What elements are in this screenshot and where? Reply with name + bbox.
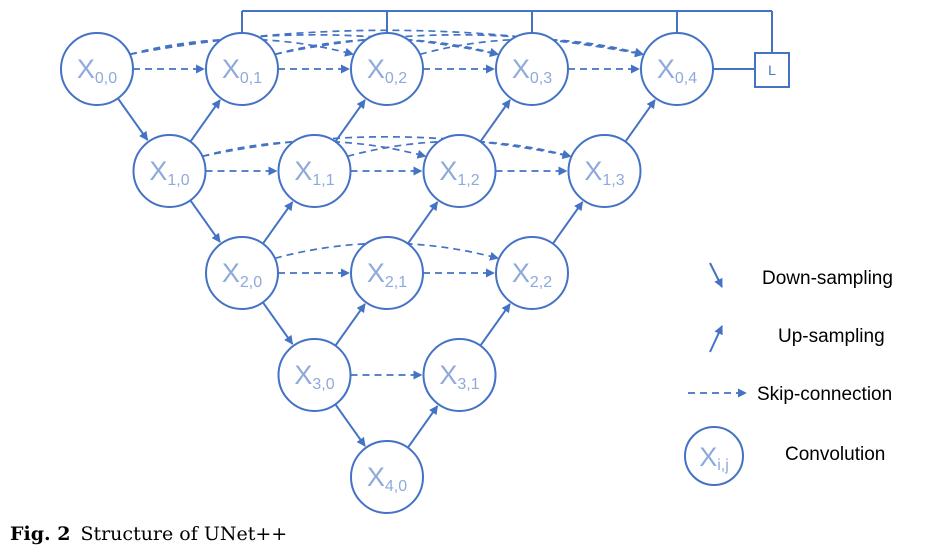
node-x-3-1: X3,1 bbox=[422, 338, 497, 412]
legend-down-arrow bbox=[709, 262, 723, 288]
node-label: X0,4 bbox=[657, 54, 697, 87]
node-circle bbox=[60, 32, 134, 106]
node-x-0-2: X0,2 bbox=[350, 32, 424, 106]
node-x-4-0: X4,0 bbox=[350, 440, 424, 514]
legend-conv-node bbox=[684, 426, 744, 486]
figure-title: Structure of UNet++ bbox=[80, 523, 288, 545]
skip-edge-1-0-3 bbox=[202, 135, 572, 160]
node-circle bbox=[495, 236, 569, 310]
legend-down-label: Down-sampling bbox=[762, 268, 893, 289]
figure-number: Fig. 2 bbox=[10, 523, 71, 545]
up-edge-1-3 bbox=[624, 99, 656, 143]
legend-up-arrow bbox=[709, 325, 723, 353]
node-label: X1,2 bbox=[439, 156, 479, 189]
node-x-3-0: X3,0 bbox=[277, 338, 352, 412]
legend-skip-label: Skip-connection bbox=[757, 384, 892, 405]
node-circle bbox=[205, 236, 279, 310]
node-circle bbox=[422, 134, 497, 208]
node-circle bbox=[422, 338, 497, 412]
up-edge-4-0 bbox=[407, 405, 439, 449]
up-edge-1-2 bbox=[479, 99, 511, 143]
loss-box: L bbox=[754, 52, 790, 88]
node-label: X3,1 bbox=[439, 360, 479, 393]
up-edge-1-0 bbox=[189, 99, 221, 143]
skip-edge-0-1-4 bbox=[274, 33, 645, 58]
node-x-0-0: X0,0 bbox=[60, 32, 134, 106]
node-circle bbox=[567, 134, 642, 208]
node-circle bbox=[132, 134, 207, 208]
legend-conv-label: Convolution bbox=[785, 444, 885, 465]
node-layer: X0,0 X0,1 X0,2 X0,3 X0,4X1,0 X1,1 X1,2 X1,3X2,0… bbox=[60, 32, 714, 514]
node-label: X2,0 bbox=[222, 258, 262, 291]
legend-up-label: Up-sampling bbox=[778, 326, 885, 347]
legend: Down-sampling Up-sampling Skip-connectio… bbox=[684, 262, 893, 486]
node-circle bbox=[205, 32, 279, 106]
node-label: X2,1 bbox=[367, 258, 407, 291]
node-label: X1,1 bbox=[294, 156, 334, 189]
node-label: X2,2 bbox=[512, 258, 552, 291]
node-x-0-3: X0,3 bbox=[495, 32, 569, 106]
up-edge-1-1 bbox=[334, 99, 366, 143]
node-circle bbox=[640, 32, 714, 106]
node-x-0-4: X0,4 bbox=[640, 32, 714, 106]
node-x-1-0: X1,0 bbox=[132, 134, 207, 208]
node-label: X4,0 bbox=[367, 462, 407, 495]
node-label: X1,3 bbox=[584, 156, 624, 189]
node-circle bbox=[350, 440, 424, 514]
up-edge-3-1 bbox=[479, 303, 511, 347]
up-edge-3-0 bbox=[334, 303, 366, 347]
node-x-1-2: X1,2 bbox=[422, 134, 497, 208]
node-label: X1,0 bbox=[149, 156, 189, 189]
node-circle bbox=[495, 32, 569, 106]
legend-conv-symbol: Xi,j bbox=[699, 442, 729, 474]
down-edge-0 bbox=[117, 97, 149, 141]
node-label: X0,0 bbox=[77, 54, 117, 87]
node-x-2-1: X2,1 bbox=[350, 236, 424, 310]
node-x-0-1: X0,1 bbox=[205, 32, 279, 106]
node-label: X0,1 bbox=[222, 54, 262, 87]
node-x-2-2: X2,2 bbox=[495, 236, 569, 310]
node-x-1-1: X1,1 bbox=[277, 134, 352, 208]
down-edge-1 bbox=[189, 199, 221, 243]
skip-edge-0-0-3 bbox=[129, 33, 500, 58]
down-edge-2 bbox=[262, 301, 294, 345]
node-circle bbox=[350, 32, 424, 106]
node-circle bbox=[277, 134, 352, 208]
loss-label: L bbox=[768, 62, 776, 78]
down-edge-3 bbox=[334, 403, 366, 447]
node-x-1-3: X1,3 bbox=[567, 134, 642, 208]
edge-layer bbox=[117, 10, 773, 449]
up-edge-2-1 bbox=[407, 201, 439, 245]
figure-caption: Fig. 2 Structure of UNet++ bbox=[10, 523, 287, 545]
node-circle bbox=[350, 236, 424, 310]
unetpp-diagram: X0,0 X0,1 X0,2 X0,3 X0,4X1,0 X1,1 X1,2 X1,3X2,0… bbox=[60, 10, 893, 514]
node-label: X3,0 bbox=[294, 360, 334, 393]
up-edge-2-0 bbox=[262, 201, 294, 245]
up-edge-2-2 bbox=[552, 201, 584, 245]
node-x-2-0: X2,0 bbox=[205, 236, 279, 310]
node-label: X0,3 bbox=[512, 54, 552, 87]
node-circle bbox=[277, 338, 352, 412]
node-label: X0,2 bbox=[367, 54, 407, 87]
